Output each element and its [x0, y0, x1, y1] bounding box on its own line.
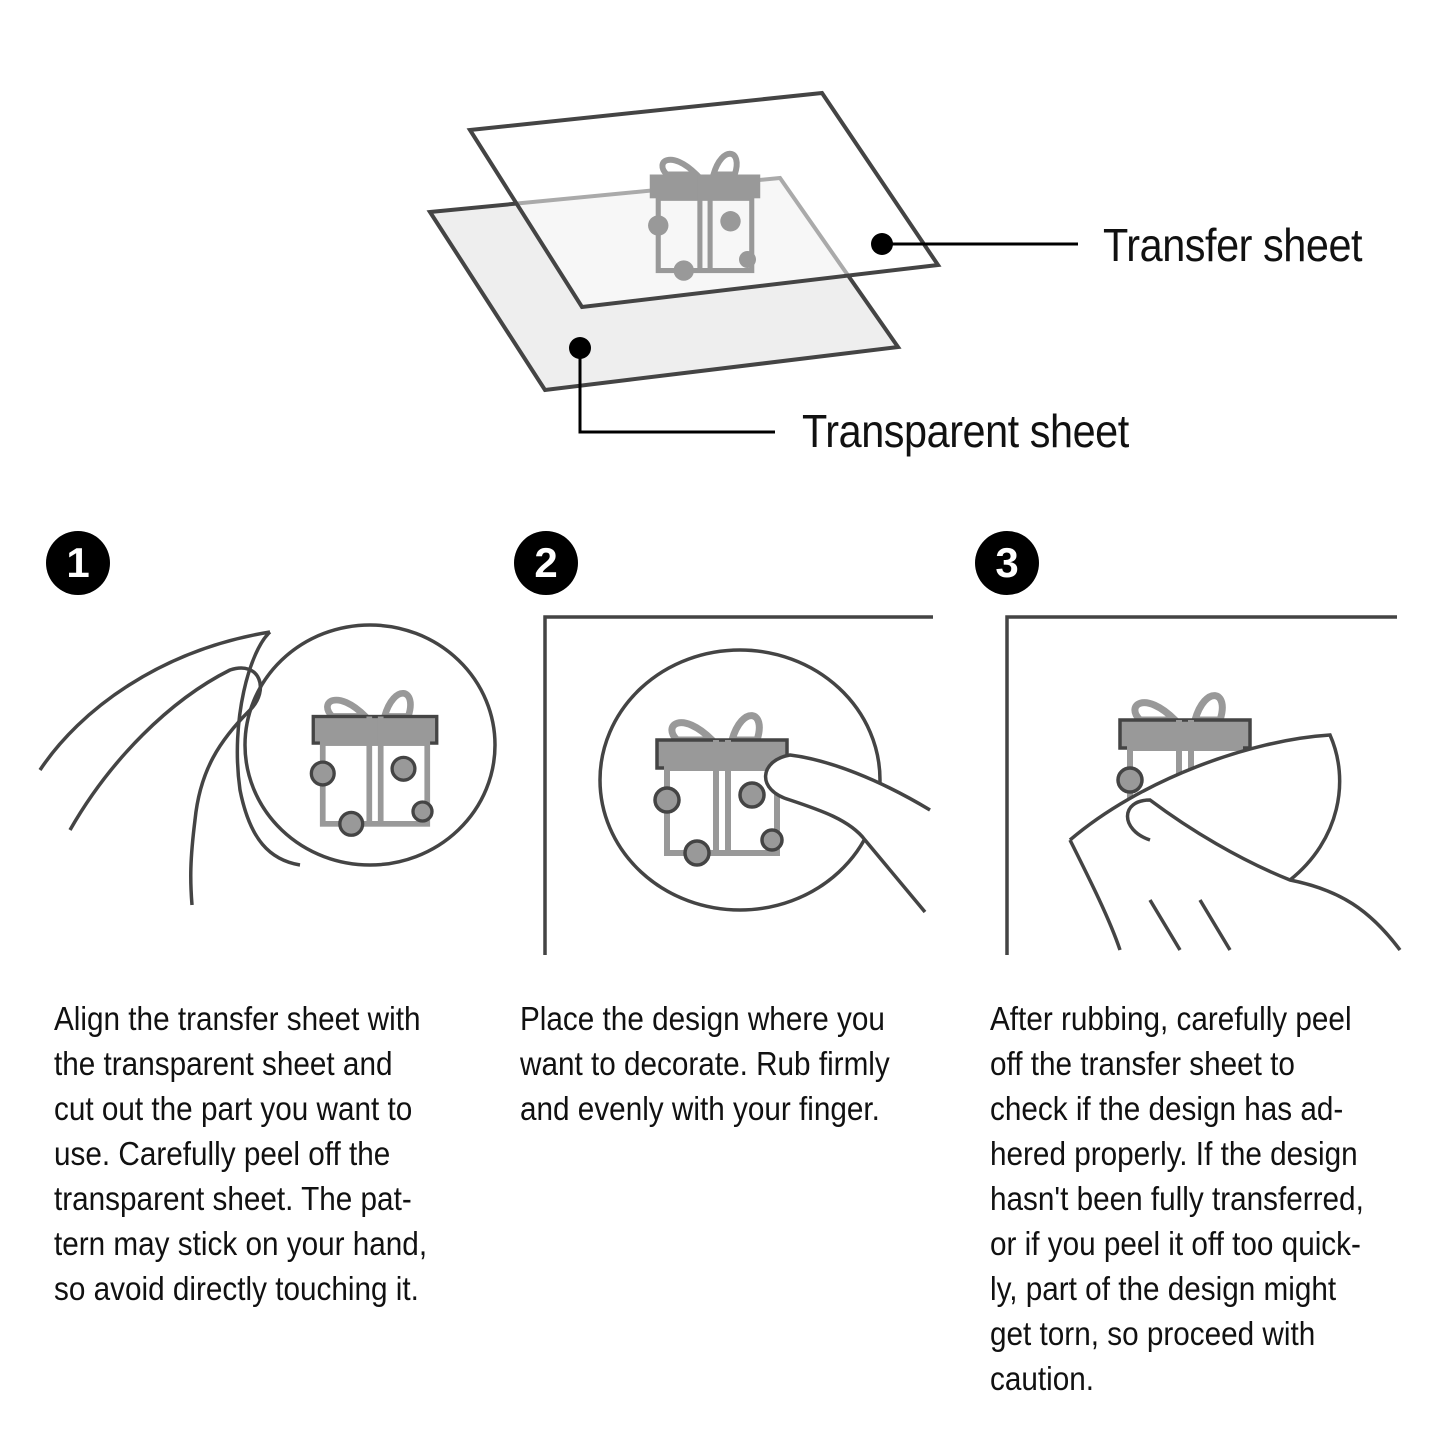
- text-line: want to decorate. Rub firmly: [520, 1045, 890, 1082]
- text-line: transparent sheet. The pat-: [54, 1180, 412, 1217]
- step3-illustration: [1005, 615, 1402, 955]
- transfer-sheet-shape: [466, 90, 942, 310]
- text-line: ly, part of the design might: [990, 1270, 1337, 1307]
- text-line: tern may stick on your hand,: [54, 1225, 428, 1262]
- step-1-number: 1: [46, 531, 110, 595]
- step1-illustration: [38, 623, 497, 906]
- text-line: or if you peel it off too quick-: [990, 1225, 1361, 1262]
- text-line: Place the design where you: [520, 1000, 885, 1037]
- text-line: hasn't been fully transferred,: [990, 1180, 1364, 1217]
- step-2-number: 2: [514, 531, 578, 595]
- transparent-sheet-label: Transparent sheet: [802, 405, 1129, 457]
- text-line: hered properly. If the design: [990, 1135, 1358, 1172]
- text-line: check if the design has ad-: [990, 1090, 1344, 1127]
- text-line: and evenly with your finger.: [520, 1090, 880, 1127]
- text-line: off the transfer sheet to: [990, 1045, 1295, 1082]
- text-line: caution.: [990, 1360, 1095, 1397]
- step2-illustration: [543, 615, 933, 955]
- text-line: After rubbing, carefully peel: [990, 1000, 1352, 1037]
- text-line: Align the transfer sheet with: [54, 1000, 421, 1037]
- text-line: get torn, so proceed with: [990, 1315, 1316, 1352]
- transfer-sheet-label: Transfer sheet: [1103, 219, 1363, 271]
- text-line: the transparent sheet and: [54, 1045, 393, 1082]
- text-line: so avoid directly touching it.: [54, 1270, 419, 1307]
- text-line: use. Carefully peel off the: [54, 1135, 391, 1172]
- text-line: cut out the part you want to: [54, 1090, 413, 1127]
- step-1-text: Align the transfer sheet with the transp…: [54, 996, 427, 1311]
- step-3-text: After rubbing, carefully peel off the tr…: [990, 996, 1364, 1401]
- step-2-text: Place the design where you want to decor…: [520, 996, 890, 1131]
- step-3-number: 3: [975, 531, 1039, 595]
